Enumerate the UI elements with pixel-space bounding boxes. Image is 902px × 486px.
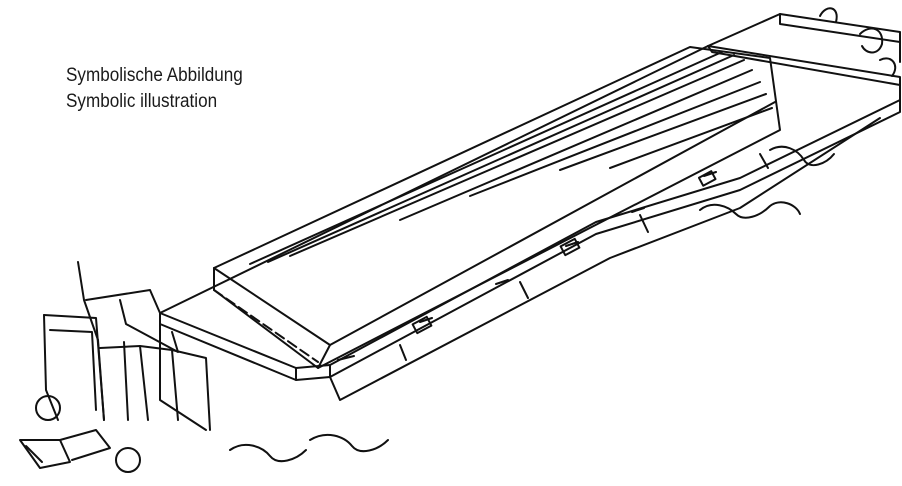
side-frame: [330, 118, 880, 400]
far-end-platform: [708, 8, 900, 76]
plank-load: [214, 47, 780, 368]
wagon-deck: [160, 46, 900, 380]
caption-german: Symbolische Abbildung: [66, 65, 243, 86]
bogies: [230, 147, 834, 461]
caption-english: Symbolic illustration: [66, 91, 218, 112]
near-end-structure: [20, 262, 210, 472]
illustration-caption: Symbolische Abbildung Symbolic illustrat…: [66, 63, 243, 115]
